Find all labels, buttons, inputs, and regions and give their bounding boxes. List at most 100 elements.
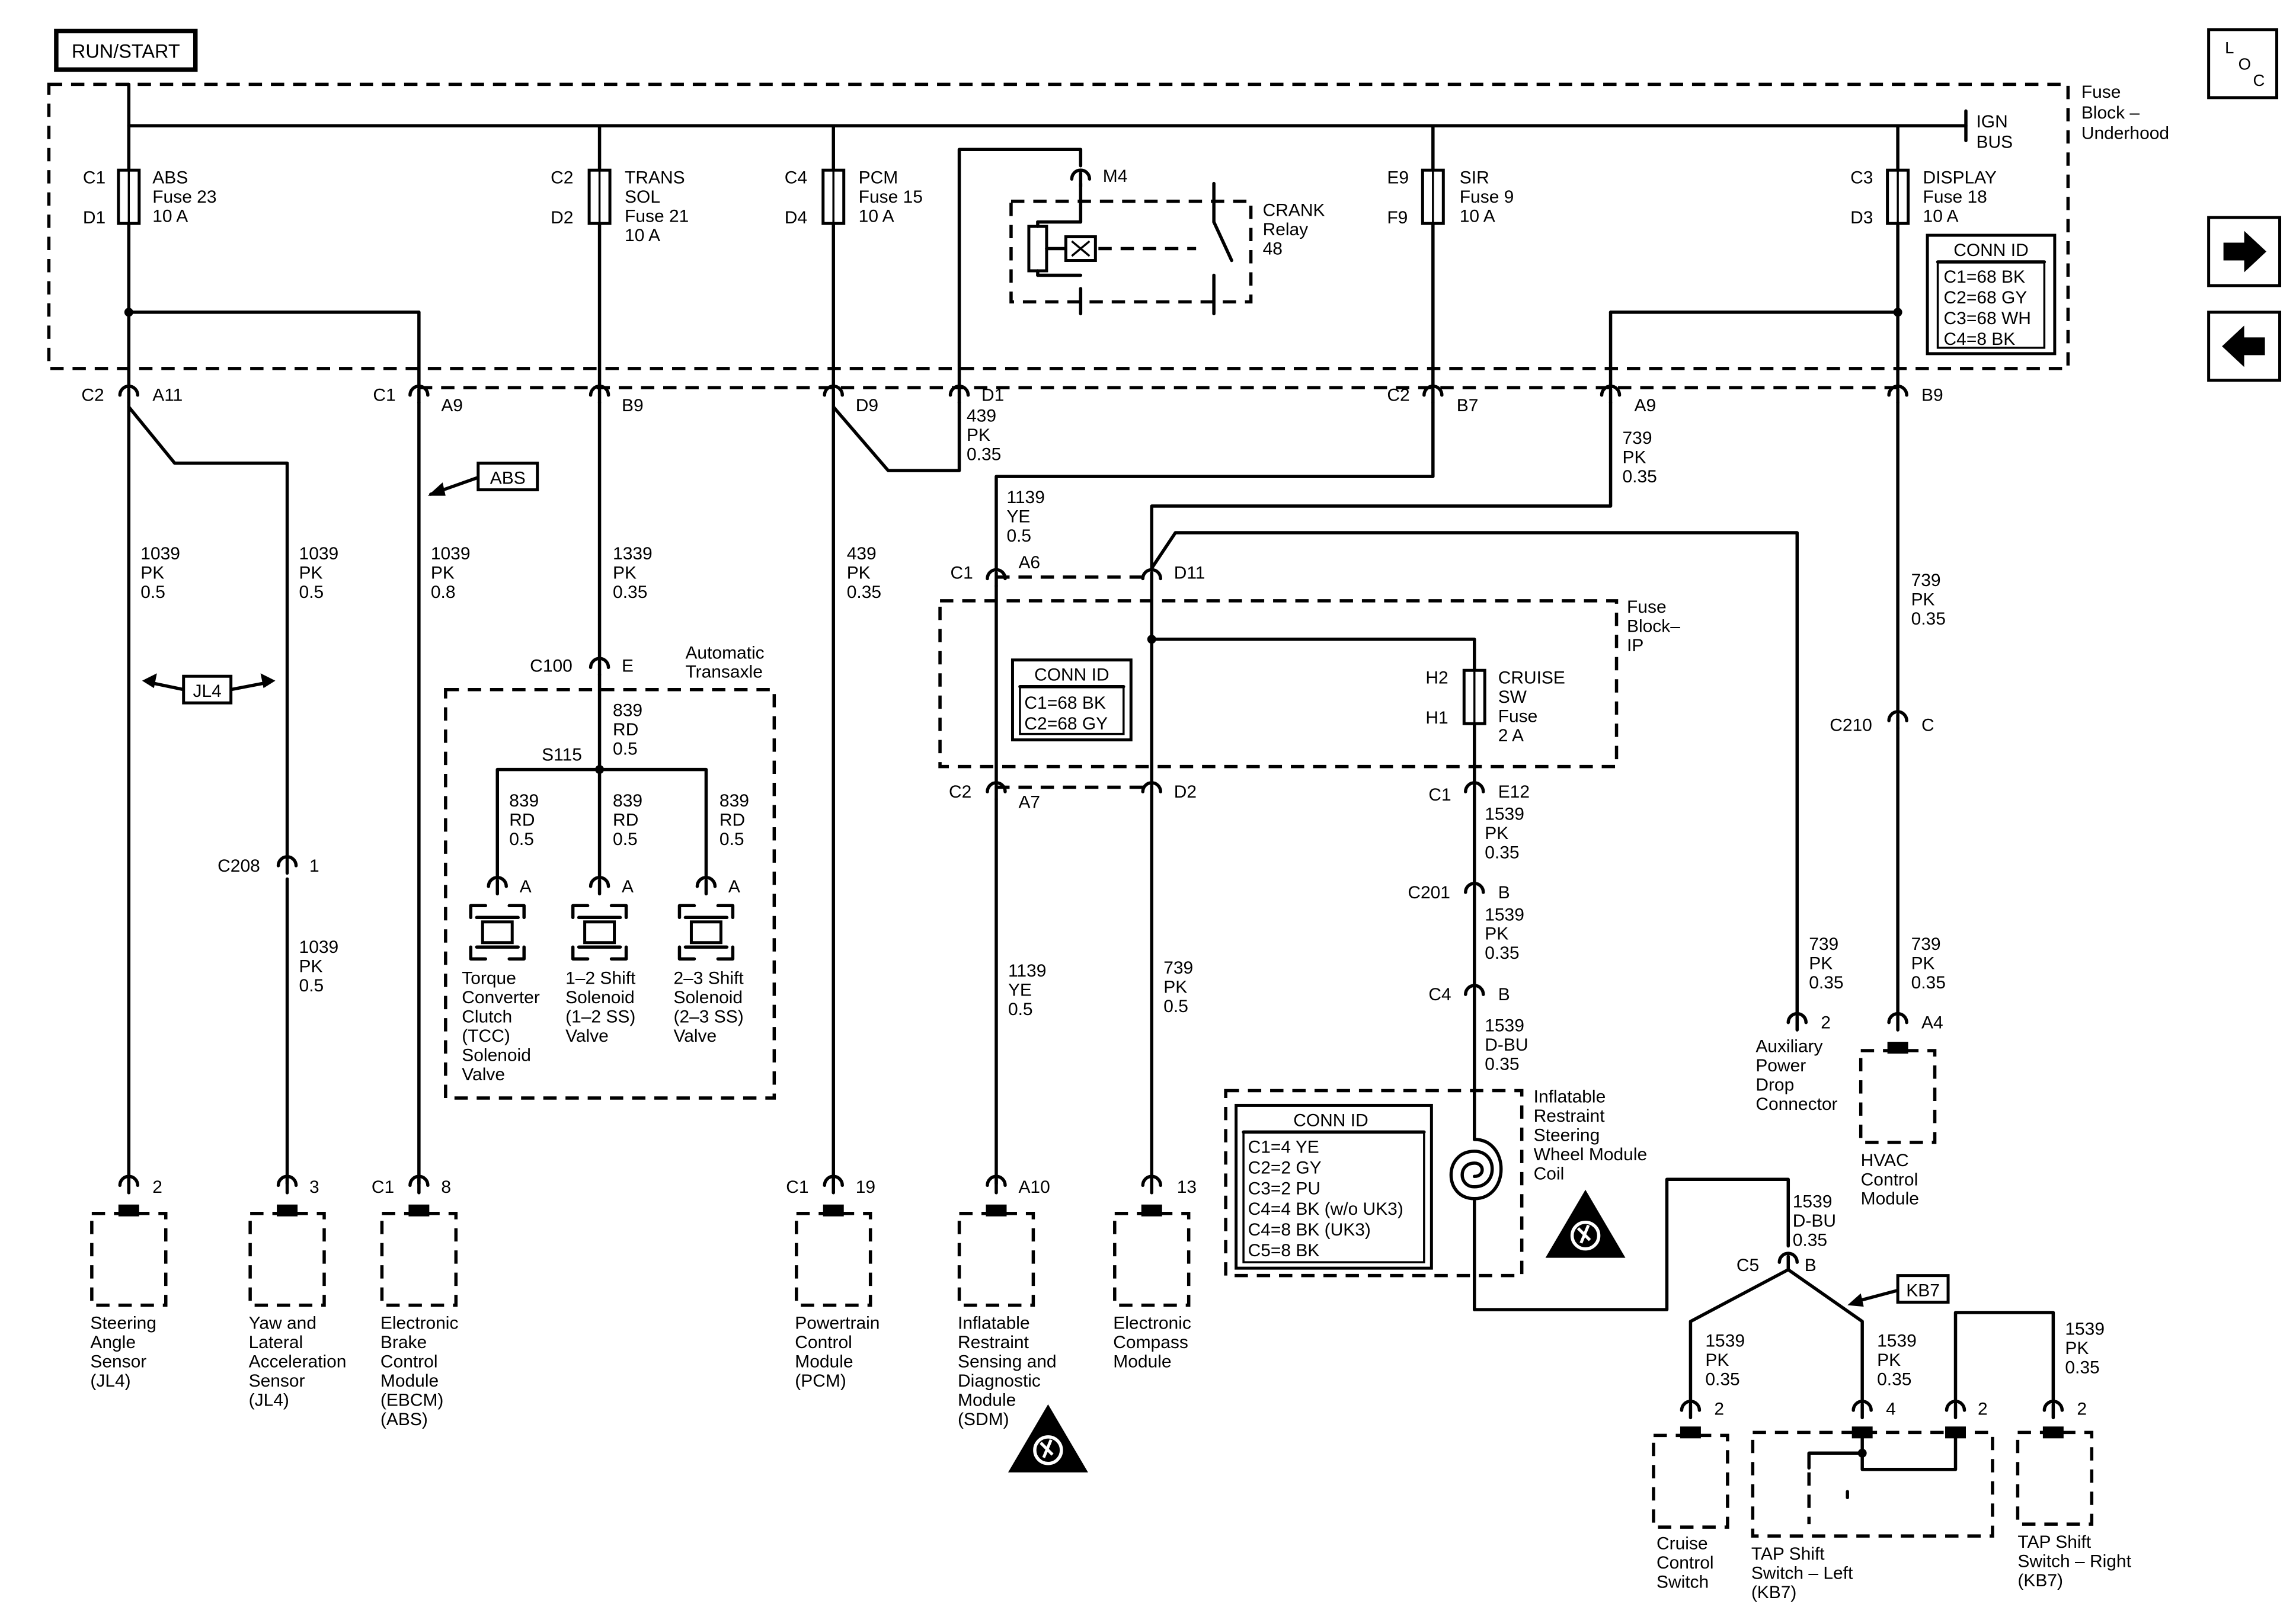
- svg-text:C4=8 BK (UK3): C4=8 BK (UK3): [1248, 1220, 1371, 1240]
- svg-text:M4: M4: [1103, 167, 1128, 186]
- svg-text:C210: C210: [1830, 716, 1872, 735]
- svg-text:Converter: Converter: [462, 988, 540, 1007]
- svg-text:B7: B7: [1457, 396, 1479, 415]
- svg-text:10 A: 10 A: [1460, 207, 1495, 226]
- svg-text:B: B: [1498, 883, 1510, 902]
- svg-text:F9: F9: [1387, 208, 1408, 228]
- svg-text:Clutch: Clutch: [462, 1007, 512, 1027]
- svg-text:C1: C1: [372, 1177, 394, 1197]
- svg-text:C1=68 BK: C1=68 BK: [1024, 693, 1105, 713]
- svg-text:0.35: 0.35: [1793, 1231, 1827, 1250]
- svg-text:Fuse 21: Fuse 21: [625, 207, 689, 226]
- svg-text:0.5: 0.5: [299, 582, 324, 602]
- svg-text:2 A: 2 A: [1498, 726, 1524, 745]
- svg-text:C3=2 PU: C3=2 PU: [1248, 1179, 1320, 1198]
- svg-text:ABS: ABS: [152, 168, 188, 188]
- svg-text:0.5: 0.5: [1163, 997, 1188, 1016]
- svg-text:10 A: 10 A: [1923, 207, 1959, 226]
- svg-text:1539: 1539: [1705, 1331, 1745, 1350]
- svg-text:D11: D11: [1174, 563, 1205, 582]
- jl4-option-tag[interactable]: JL4: [142, 673, 276, 705]
- svg-text:739: 739: [1809, 934, 1838, 954]
- svg-text:Sensor: Sensor: [249, 1371, 305, 1391]
- svg-text:C4=4 BK (w/o UK3): C4=4 BK (w/o UK3): [1248, 1199, 1403, 1219]
- svg-text:H1: H1: [1425, 708, 1448, 728]
- svg-text:C5=8 BK: C5=8 BK: [1248, 1241, 1320, 1260]
- svg-text:C1: C1: [786, 1177, 808, 1197]
- svg-text:A4: A4: [1921, 1013, 1943, 1033]
- svg-text:(KB7): (KB7): [2017, 1571, 2063, 1590]
- svg-text:739: 739: [1623, 428, 1652, 448]
- svg-text:0.35: 0.35: [1877, 1369, 1911, 1389]
- svg-text:Yaw and: Yaw and: [249, 1314, 316, 1333]
- svg-text:Acceleration: Acceleration: [249, 1352, 347, 1371]
- svg-text:Drop: Drop: [1755, 1075, 1794, 1094]
- svg-text:Fuse 15: Fuse 15: [859, 187, 923, 207]
- svg-text:1039: 1039: [299, 544, 339, 564]
- sdm-module: A10 Inflatable Restraint Sensing and Dia…: [958, 1176, 1088, 1472]
- svg-text:1–2 Shift: 1–2 Shift: [565, 969, 636, 988]
- svg-text:E12: E12: [1498, 782, 1530, 802]
- compass-wire: 739 PK 0.5: [1150, 797, 1193, 1186]
- shift-solenoid-1-2: A 1–2 Shift Solenoid (1–2 SS) Valve: [565, 877, 636, 1046]
- svg-text:0.5: 0.5: [140, 582, 165, 602]
- svg-text:PK: PK: [299, 957, 323, 977]
- svg-text:(ABS): (ABS): [380, 1410, 428, 1429]
- svg-text:CONN ID: CONN ID: [1034, 665, 1109, 685]
- svg-text:Lateral: Lateral: [249, 1333, 303, 1352]
- abs-option-tag[interactable]: ABS: [427, 462, 539, 496]
- svg-text:PK: PK: [2065, 1339, 2089, 1358]
- svg-text:(SDM): (SDM): [958, 1410, 1009, 1429]
- svg-text:A: A: [728, 877, 740, 897]
- loc-button[interactable]: L O C: [2207, 28, 2279, 100]
- conn-id-underhood-table: CONN ID C1=68 BK C2=68 GY C3=68 WH C4=8 …: [1926, 233, 2057, 356]
- pcm-fuse: C4 D4 PCM Fuse 15 10 A: [785, 124, 923, 390]
- svg-text:0.35: 0.35: [1623, 467, 1657, 486]
- fuse-block-ip-connectors-top: C1 A6 D11: [951, 553, 1205, 586]
- svg-text:A10: A10: [1018, 1177, 1050, 1197]
- svg-text:O: O: [2239, 55, 2251, 73]
- svg-text:0.35: 0.35: [2065, 1358, 2099, 1377]
- cruise-control-switch: 2 Cruise Control Switch: [1654, 1399, 1728, 1592]
- svg-text:Solenoid: Solenoid: [565, 988, 635, 1007]
- svg-text:839: 839: [613, 791, 642, 811]
- svg-text:Power: Power: [1755, 1056, 1806, 1076]
- svg-text:A7: A7: [1018, 792, 1040, 812]
- svg-text:4: 4: [1886, 1399, 1896, 1419]
- tap-shift-switch-right: 2 TAP Shift Switch – Right (KB7): [2016, 1399, 2132, 1590]
- svg-text:2: 2: [1978, 1399, 1988, 1419]
- svg-text:Module: Module: [1113, 1352, 1171, 1371]
- svg-text:1539: 1539: [1485, 804, 1524, 824]
- svg-text:C1: C1: [83, 168, 105, 188]
- svg-text:IGN: IGN: [1976, 112, 2007, 132]
- svg-text:19: 19: [856, 1177, 875, 1197]
- svg-text:C3=68 WH: C3=68 WH: [1944, 309, 2031, 328]
- svg-text:A9: A9: [1635, 396, 1657, 415]
- svg-text:0.35: 0.35: [1485, 1055, 1519, 1074]
- svg-text:Steering: Steering: [90, 1314, 156, 1333]
- svg-text:C2: C2: [1387, 386, 1409, 405]
- next-page-button[interactable]: [2207, 216, 2282, 287]
- svg-text:2: 2: [2077, 1399, 2087, 1419]
- svg-text:10 A: 10 A: [859, 207, 894, 226]
- hvac-wires: 739 PK 0.35 C210 C 739 PK 0.35: [1830, 401, 1946, 1017]
- svg-text:B9: B9: [622, 396, 644, 415]
- svg-text:Transaxle: Transaxle: [685, 662, 762, 682]
- svg-text:0.35: 0.35: [1809, 973, 1843, 993]
- svg-text:C1: C1: [1428, 785, 1451, 805]
- svg-text:BUS: BUS: [1976, 133, 2013, 152]
- svg-text:RD: RD: [613, 720, 638, 740]
- svg-text:Valve: Valve: [673, 1026, 717, 1046]
- svg-text:PK: PK: [140, 563, 164, 582]
- svg-text:C2: C2: [551, 168, 573, 188]
- kb7-option-tag[interactable]: KB7: [1847, 1274, 1950, 1307]
- previous-page-button[interactable]: [2207, 311, 2282, 382]
- wire-1039-sas-label: 1039 PK 0.5: [140, 544, 180, 602]
- yaw-lateral-sensor: 3 Yaw and Lateral Acceleration Sensor (J…: [249, 1176, 347, 1410]
- svg-text:PK: PK: [1485, 824, 1508, 843]
- svg-text:Inflatable: Inflatable: [958, 1314, 1030, 1333]
- tap-shift-switch-left: 4 2 TAP Shift Switch – Left (KB7): [1751, 1399, 1994, 1602]
- svg-text:D-BU: D-BU: [1793, 1211, 1836, 1231]
- svg-text:1539: 1539: [1485, 905, 1524, 924]
- svg-text:(PCM): (PCM): [795, 1371, 846, 1391]
